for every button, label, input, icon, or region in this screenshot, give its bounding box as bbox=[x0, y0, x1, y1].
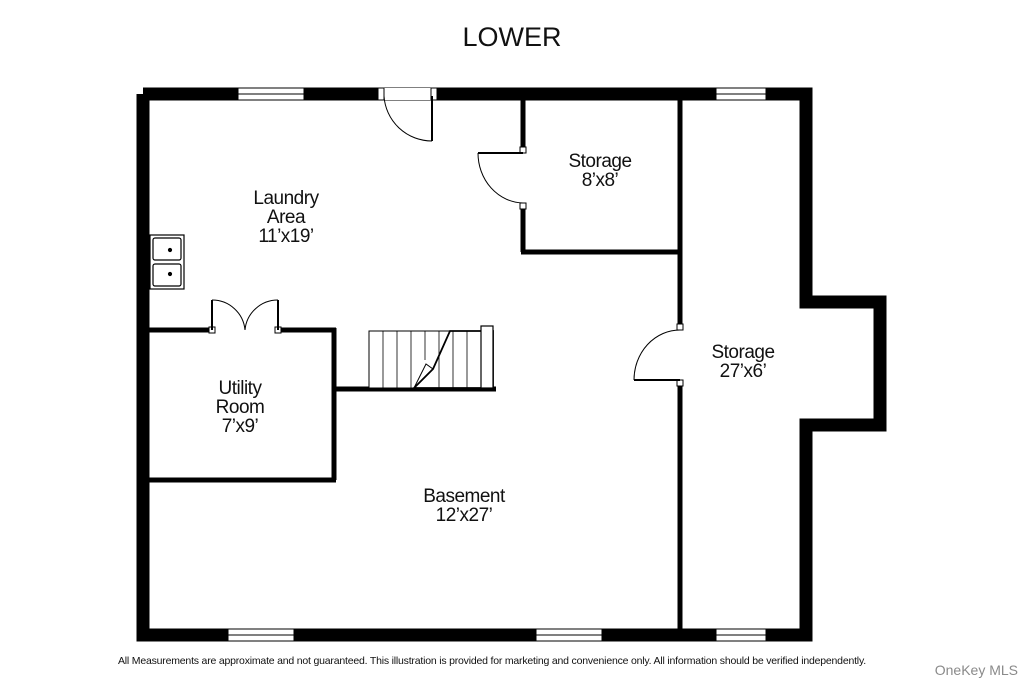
laundry-name-line2: Area bbox=[266, 207, 306, 228]
storage-small-door[interactable] bbox=[477, 146, 527, 210]
windows bbox=[227, 87, 767, 642]
laundry-name-line1: Laundry bbox=[253, 188, 319, 209]
storage-small-size: 8’x8’ bbox=[581, 170, 619, 191]
exterior-wall-outline bbox=[136, 87, 887, 642]
laundry-sink bbox=[149, 234, 185, 290]
storage-large-name: Storage bbox=[711, 342, 775, 363]
exterior-walls bbox=[136, 87, 887, 642]
utility-size: 7’x9’ bbox=[221, 416, 259, 437]
basement-size: 12’x27’ bbox=[435, 505, 493, 526]
storage-small-name: Storage bbox=[568, 151, 632, 172]
utility-name-line1: Utility bbox=[218, 378, 262, 399]
utility-double-door[interactable] bbox=[208, 299, 282, 334]
staircase bbox=[368, 325, 494, 389]
room-label-utility: Utility Room 7’x9’ bbox=[185, 379, 295, 436]
storage-large-door[interactable] bbox=[633, 323, 684, 387]
room-label-basement: Basement 12’x27’ bbox=[394, 487, 534, 525]
disclaimer-text: All Measurements are approximate and not… bbox=[118, 655, 866, 667]
watermark-text: OneKey MLS bbox=[934, 662, 1018, 678]
room-label-laundry: Laundry Area 11’x19’ bbox=[226, 189, 346, 246]
floor-title: LOWER bbox=[462, 22, 562, 52]
laundry-size: 11’x19’ bbox=[258, 226, 314, 247]
storage-large-size: 27’x6’ bbox=[719, 361, 767, 382]
room-label-storage-small: Storage 8’x8’ bbox=[545, 152, 655, 190]
basement-name: Basement bbox=[423, 486, 505, 507]
room-label-storage-large: Storage 27’x6’ bbox=[688, 343, 798, 381]
entry-door[interactable] bbox=[377, 87, 438, 142]
interior-walls bbox=[149, 100, 683, 630]
utility-name-line2: Room bbox=[215, 397, 265, 418]
